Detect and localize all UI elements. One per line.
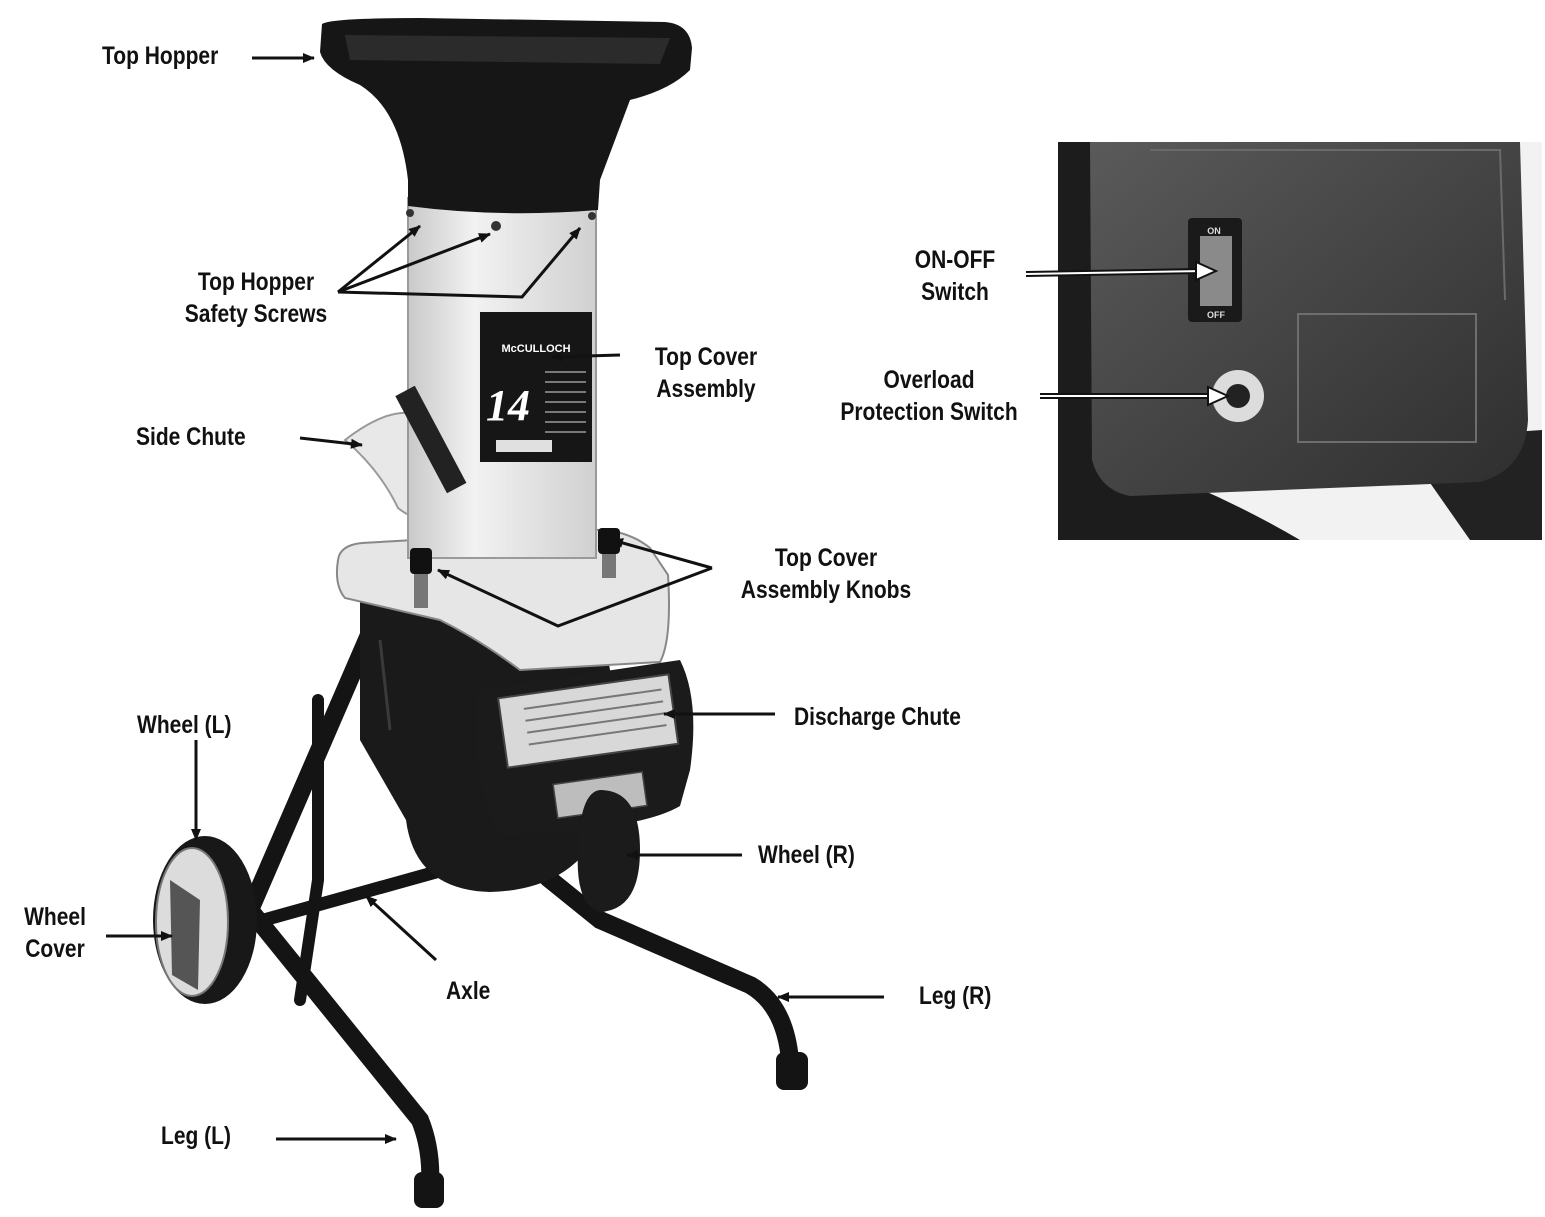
top-cover-decal [480,312,592,462]
model-decal-text: 14 [486,381,530,430]
frame-brace [294,694,324,1006]
brand-decal-text: McCULLOCH [501,343,570,355]
safety-screw-2 [491,221,501,231]
top-hopper-shape [320,18,692,214]
label-top-cover-assembly: Top Cover Assembly [654,343,758,403]
label-wheel-cover: Wheel Cover [24,903,86,963]
knob-left [410,548,432,608]
foot-right [776,1052,808,1090]
label-axle: Axle [446,977,491,1005]
label-leg-right: Leg (R) [919,982,992,1010]
label-wheel-right: Wheel (R) [758,841,855,869]
label-on-off-switch: ON-OFF Switch [914,246,996,306]
label-side-chute: Side Chute [136,423,246,451]
label-overload-protection-switch: Overload Protection Switch [840,366,1018,426]
label-top-hopper: Top Hopper [102,42,219,70]
inset-switch-panel: ON OFF [1058,142,1542,540]
switch-on-text: ON [1207,226,1221,236]
label-top-hopper-safety-screws: Top Hopper Safety Screws [184,268,328,328]
leg-right-tube [539,869,799,1069]
inset-callout-lines [1025,260,1231,407]
label-wheel-left: Wheel (L) [137,711,232,739]
safety-screw-3 [588,212,596,220]
switch-off-text: OFF [1207,310,1225,320]
foot-left [414,1172,444,1208]
callout-lines [106,53,884,1144]
label-leg-left: Leg (L) [161,1122,231,1150]
axle-tube [221,865,443,937]
label-discharge-chute: Discharge Chute [794,703,961,731]
wheel-right-shape [577,790,640,912]
safety-screw-1 [406,209,414,217]
label-top-cover-assembly-knobs: Top Cover Assembly Knobs [740,544,912,604]
